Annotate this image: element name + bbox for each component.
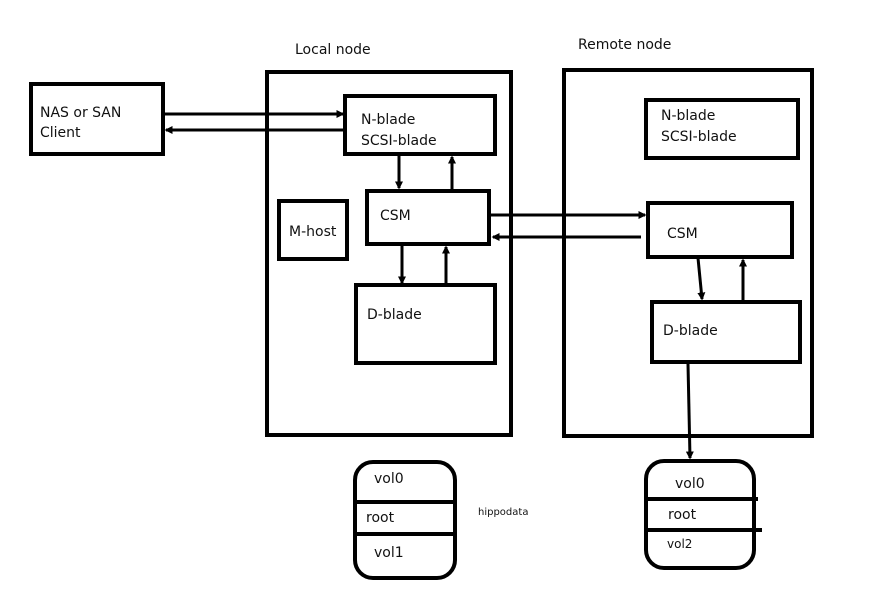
local-dblade-label: D-blade: [367, 307, 422, 323]
arrow-remote-dblade-to-disk: [685, 363, 694, 460]
remote-csm-box: [646, 201, 794, 259]
remote-node-box: [562, 68, 814, 438]
remote-node-title: Remote node: [578, 37, 672, 53]
local-csm-box: [365, 189, 491, 246]
local-nblade-label-line1: N-blade: [361, 112, 416, 128]
remote-disk: [644, 459, 762, 570]
client-box: [29, 82, 165, 156]
local-node-title: Local node: [295, 42, 371, 58]
remote-nblade-box: [644, 98, 800, 160]
local-disk-vol1: vol1: [374, 545, 404, 561]
local-disk-vol0: vol0: [374, 471, 404, 487]
remote-disk-root: root: [668, 507, 697, 523]
remote-nblade-label-line2: SCSI-blade: [661, 129, 737, 145]
local-nblade-label-line2: SCSI-blade: [361, 133, 437, 149]
remote-dblade-box: [650, 300, 802, 364]
local-mhost-label: M-host: [289, 224, 337, 240]
remote-dblade-label: D-blade: [663, 323, 718, 339]
local-node-box: [265, 70, 513, 437]
remote-disk-vol0: vol0: [675, 476, 705, 492]
remote-disk-vol2: vol2: [667, 537, 693, 551]
local-disk-root: root: [366, 510, 395, 526]
local-nblade-box: [343, 94, 497, 156]
remote-csm-label: CSM: [667, 226, 698, 242]
remote-nblade-label-line1: N-blade: [661, 108, 716, 124]
client-label-line1: NAS or SAN: [40, 105, 122, 121]
watermark-text: hippodata: [478, 507, 529, 518]
local-disk: [353, 460, 457, 580]
local-mhost-box: [277, 199, 349, 261]
arrow-remote-csm-to-dblade: [696, 257, 706, 301]
local-csm-label: CSM: [380, 208, 411, 224]
client-label-line2: Client: [40, 125, 81, 141]
local-dblade-box: [354, 283, 497, 365]
